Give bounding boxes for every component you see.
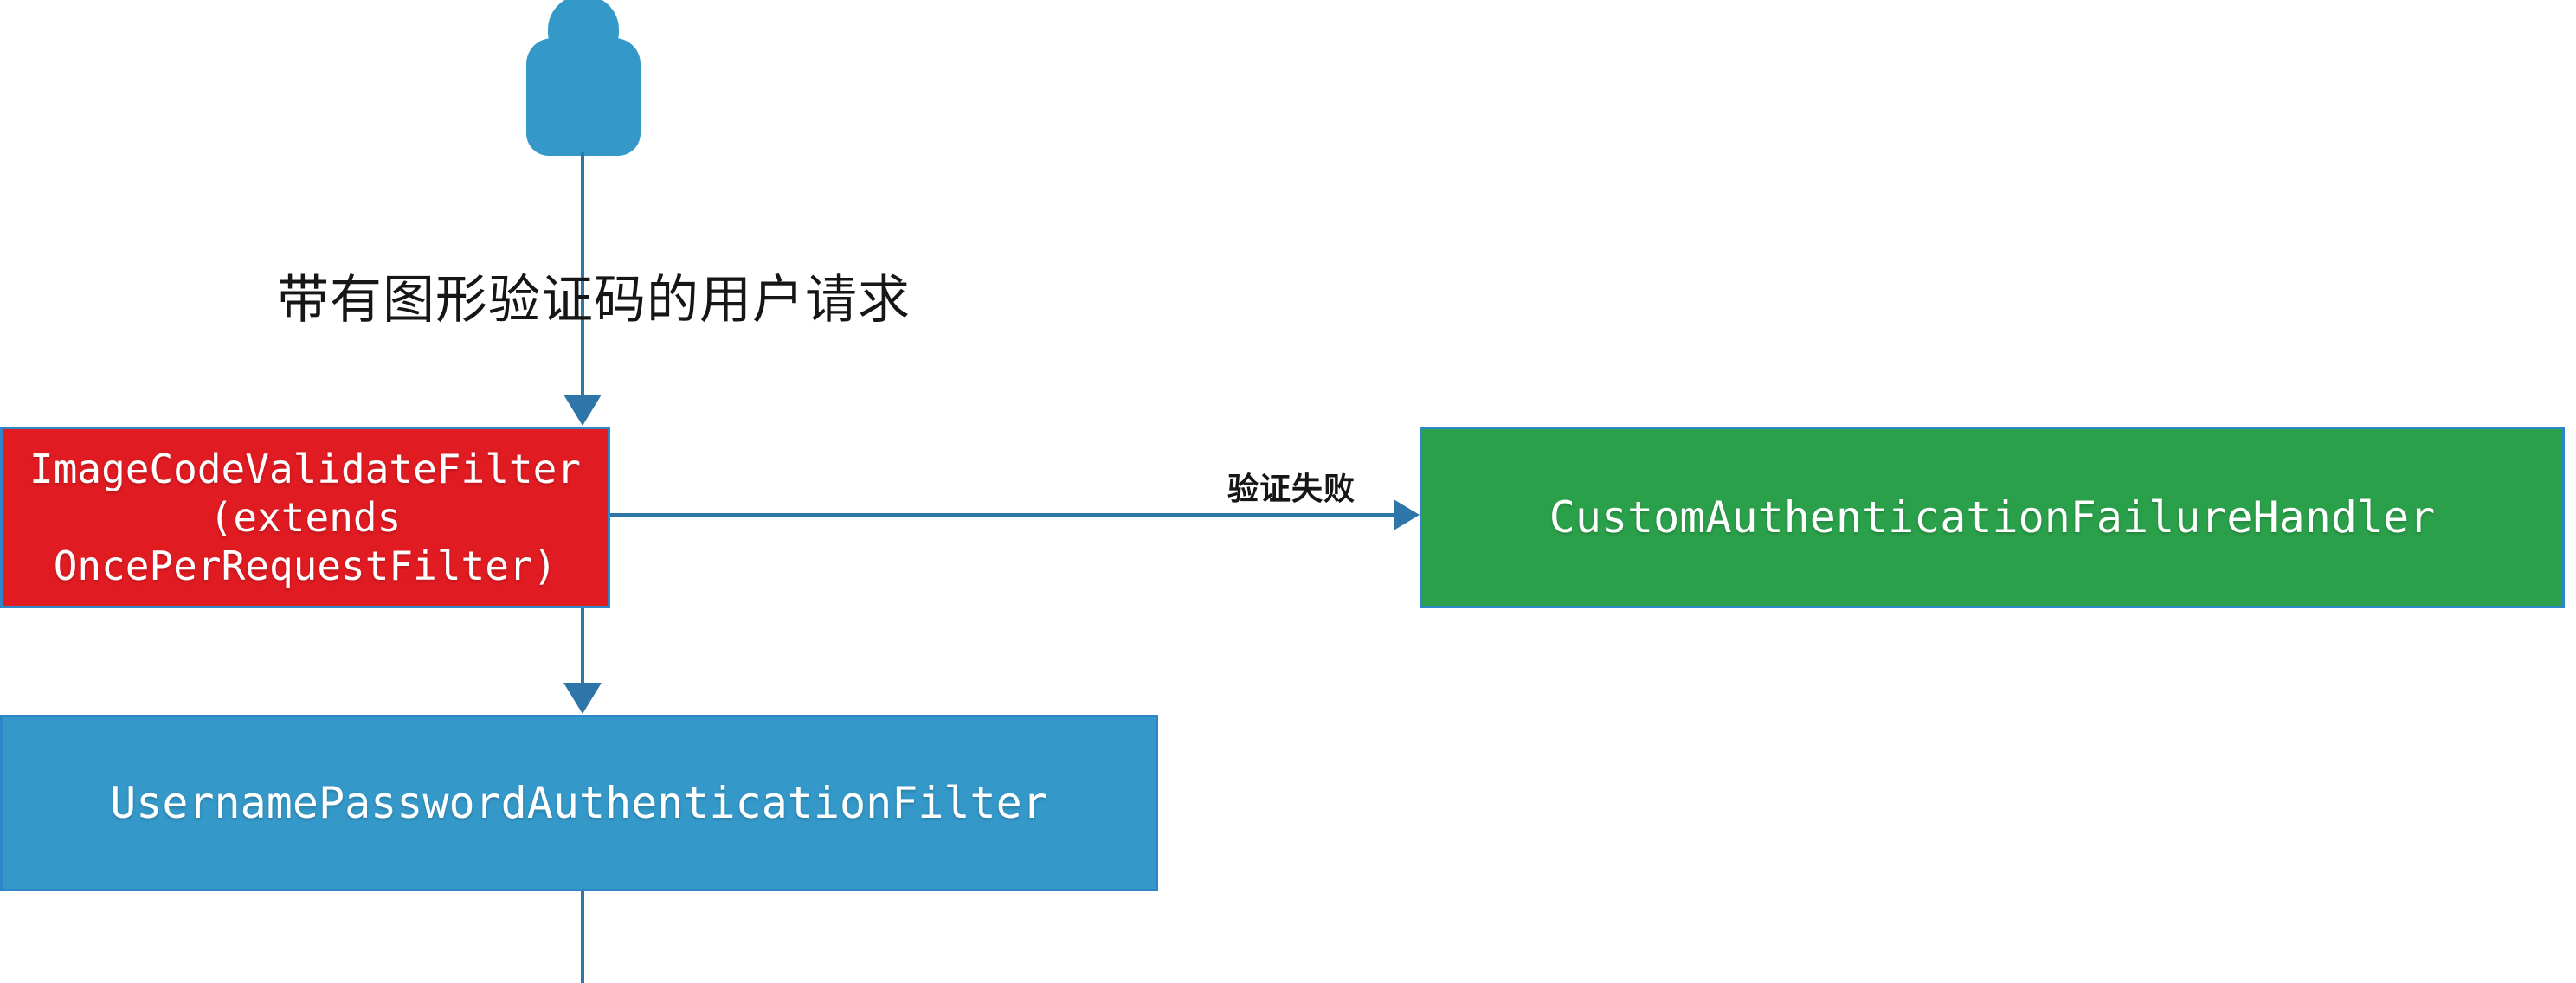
node-username-password-authentication-filter[interactable]: UsernamePasswordAuthenticationFilter [0,715,1158,891]
user-body-shape [526,38,641,156]
node-custom-authentication-failure-handler[interactable]: CustomAuthenticationFailureHandler [1420,427,2565,608]
edge-filter-to-failure-handler-line [610,513,1405,517]
edge-upaf-to-next-line [581,891,584,983]
node-image-code-validate-filter-line2: (extends OncePerRequestFilter) [53,493,557,590]
node-custom-authentication-failure-handler-label: CustomAuthenticationFailureHandler [1549,492,2436,543]
user-actor-icon [526,0,641,156]
edge-label-validation-failed: 验证失败 [1227,471,1356,506]
edge-filter-to-failure-handler-arrowhead [1394,499,1420,530]
edge-filter-to-upaf-line [581,608,584,686]
node-image-code-validate-filter-line1: ImageCodeValidateFilter [29,445,581,492]
node-username-password-authentication-filter-label: UsernamePasswordAuthenticationFilter [110,777,1048,828]
edge-label-user-request: 带有图形验证码的用户请求 [277,272,911,329]
edge-user-to-filter-arrowhead [564,395,602,426]
node-image-code-validate-filter[interactable]: ImageCodeValidateFilter (extends OncePer… [0,427,610,608]
edge-user-to-filter-line [581,152,584,398]
edge-filter-to-upaf-arrowhead [564,683,602,714]
